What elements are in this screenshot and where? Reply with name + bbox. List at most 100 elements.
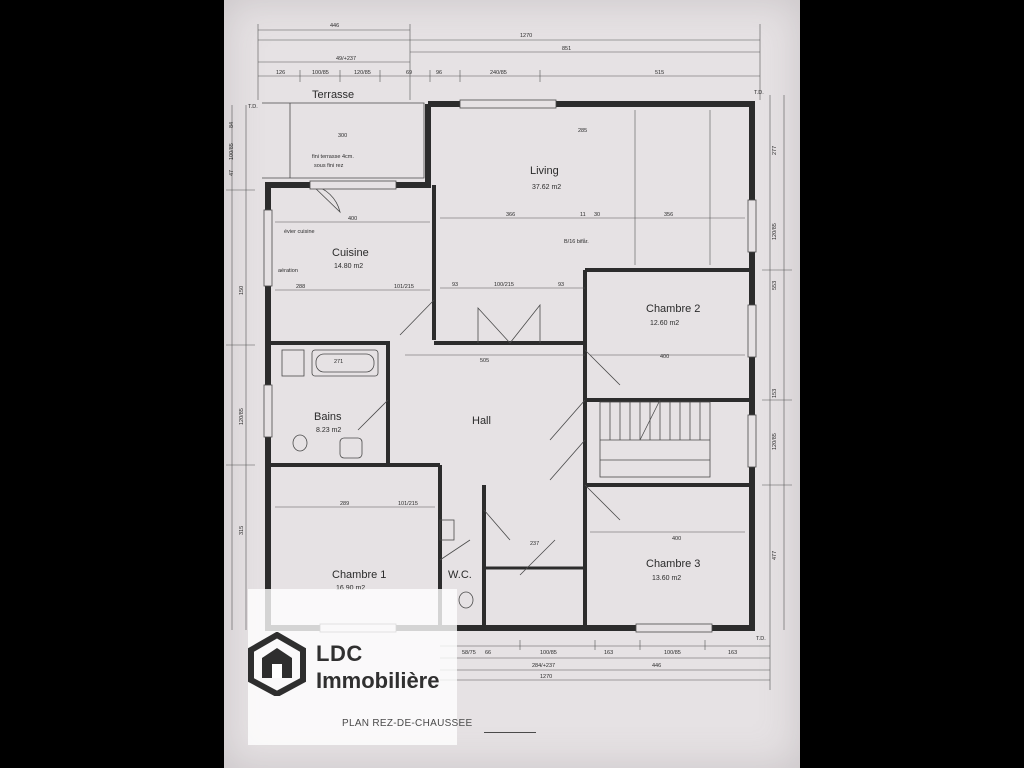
- dim-label: 1270: [520, 33, 532, 39]
- dim-label: 100/215: [494, 282, 514, 288]
- brand-name-line2: Immobilière: [316, 668, 440, 693]
- right-dimension-labels: 277 120/85 553 153 120/85 477: [772, 146, 778, 560]
- dim-label: 126: [276, 70, 285, 76]
- left-dimension-labels: 84 47 100/85 150 120/85 315: [229, 122, 245, 535]
- evier-note: évier cuisine: [284, 229, 315, 235]
- dim-label: 240/85: [490, 70, 507, 76]
- dim-label: 66: [485, 650, 491, 656]
- interior-dimension-lines: [275, 110, 745, 533]
- room-name-chambre-3: Chambre 3: [646, 558, 700, 570]
- bottom-dimension-lines: [440, 630, 771, 690]
- room-area-cuisine: 14.80 m2: [334, 263, 363, 270]
- dim-label: 851: [562, 46, 571, 52]
- dim-label: 300: [338, 133, 347, 139]
- dim-label: 93: [452, 282, 458, 288]
- td-note-right: T.D.: [248, 104, 258, 110]
- room-name-cuisine: Cuisine: [332, 247, 369, 259]
- room-area-chambre-3: 13.60 m2: [652, 575, 681, 582]
- terrace-note-1: fini terrasse 4cm.: [312, 154, 354, 160]
- dim-label: 553: [772, 281, 778, 290]
- dim-label: 356: [664, 212, 673, 218]
- room-name-chambre-1: Chambre 1: [332, 569, 386, 581]
- dim-label: 84: [229, 122, 235, 128]
- dim-label: 271: [334, 359, 343, 365]
- dim-label: 100/85: [540, 650, 557, 656]
- dim-label: 100/85: [664, 650, 681, 656]
- bottom-dimension-labels: 58/75 66 100/85 163 100/85 163 284/+237 …: [462, 650, 737, 680]
- house-logo-icon: [248, 632, 306, 696]
- dim-label: 120/85: [354, 70, 371, 76]
- dim-label: 446: [652, 663, 661, 669]
- dim-label: 100/85: [229, 143, 235, 160]
- dim-label: 277: [772, 146, 778, 155]
- top-dimension-lines: [257, 24, 761, 100]
- branding-overlay: LDC Immobilière: [248, 589, 457, 745]
- plan-title: PLAN REZ-DE-CHAUSSEE: [342, 718, 473, 729]
- dim-label: 1270: [540, 674, 552, 680]
- dim-label: 120/85: [239, 408, 245, 425]
- right-dimension-lines: [762, 95, 792, 630]
- dim-label: 284/+237: [532, 663, 555, 669]
- dim-label: 100/85: [312, 70, 329, 76]
- staircase: [599, 399, 711, 478]
- door-swings: [311, 184, 621, 576]
- dim-label: 505: [480, 358, 489, 364]
- dim-label: 237: [530, 541, 539, 547]
- left-dimension-lines: [226, 105, 255, 630]
- room-name-terrasse: Terrasse: [312, 89, 354, 101]
- dim-label: 150: [239, 286, 245, 295]
- interior-walls: [268, 185, 752, 628]
- dim-label: 101/215: [398, 501, 418, 507]
- dim-label: 400: [660, 354, 669, 360]
- dim-label: 400: [672, 536, 681, 542]
- dim-label: 49/+237: [336, 56, 356, 62]
- dim-label: 285: [578, 128, 587, 134]
- dim-label: 30: [594, 212, 600, 218]
- dim-label: 163: [728, 650, 737, 656]
- room-area-bains: 8.23 m2: [316, 427, 341, 434]
- dim-label: 446: [330, 23, 339, 29]
- dim-label: 93: [558, 282, 564, 288]
- dim-label: 69: [406, 70, 412, 76]
- dim-label: 366: [506, 212, 515, 218]
- room-name-chambre-2: Chambre 2: [646, 303, 700, 315]
- dim-label: 101/215: [394, 284, 414, 290]
- dim-label: 477: [772, 551, 778, 560]
- interior-dimension-labels: 300 400 366 11 30 356 285 288 101/215 93…: [296, 128, 681, 547]
- dim-label: 400: [348, 216, 357, 222]
- terrace-note-2: sous fini rez: [314, 163, 344, 169]
- plan-notes: fini terrasse 4cm. sous fini rez évier c…: [248, 90, 766, 642]
- brand-name-line1: LDC: [316, 641, 363, 666]
- dim-label: 315: [239, 526, 245, 535]
- dim-label: 120/85: [772, 223, 778, 240]
- room-labels: Terrasse Living 37.62 m2 Cuisine 14.80 m…: [312, 89, 700, 592]
- room-area-chambre-1: 16.90 m2: [336, 585, 365, 592]
- dim-label: 153: [772, 389, 778, 398]
- dim-label: 288: [296, 284, 305, 290]
- dim-label: 120/85: [772, 433, 778, 450]
- plan-title-underline: [484, 732, 536, 733]
- window-marks: [263, 99, 757, 633]
- room-name-living: Living: [530, 165, 559, 177]
- dim-label: 58/75: [462, 650, 476, 656]
- room-area-chambre-2: 12.60 m2: [650, 320, 679, 327]
- room-area-living: 37.62 m2: [532, 184, 561, 191]
- dim-label: 163: [604, 650, 613, 656]
- bathroom-fixtures: [281, 349, 474, 609]
- aeration-note: aération: [278, 268, 298, 274]
- bif-note: B/16 bifår.: [564, 238, 589, 245]
- room-name-bains: Bains: [314, 411, 342, 423]
- dim-label: 11: [580, 212, 586, 218]
- top-dimension-labels: 446 1270 851 49/+237 126 100/85 120/85 6…: [276, 23, 664, 76]
- room-name-wc: W.C.: [448, 569, 472, 581]
- td-note-top: T.D.: [754, 90, 764, 96]
- dim-label: 515: [655, 70, 664, 76]
- room-name-hall: Hall: [472, 415, 491, 427]
- td-note-bottom: T.D.: [756, 636, 766, 642]
- dim-label: 289: [340, 501, 349, 507]
- dim-label: 96: [436, 70, 442, 76]
- terrace-outline: [262, 102, 425, 179]
- dim-label: 47: [229, 170, 235, 176]
